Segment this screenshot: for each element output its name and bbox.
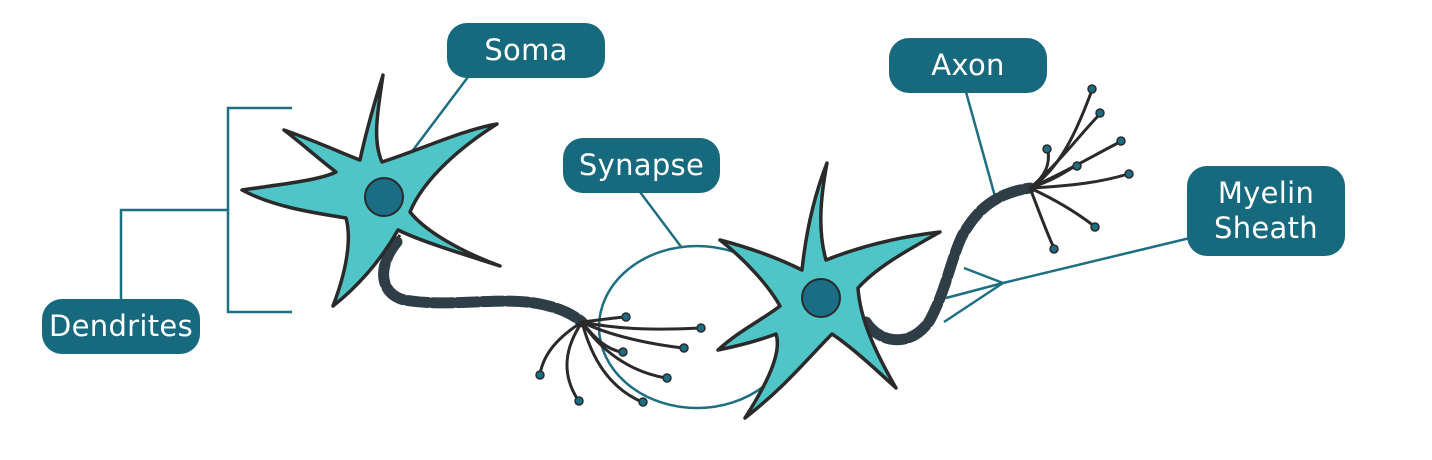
- axon-terminals-2: [1028, 88, 1130, 250]
- synapse-label-text: Synapse: [578, 148, 705, 182]
- soma-2-nucleus: [801, 278, 841, 318]
- dendrites-label: Dendrites: [42, 299, 200, 354]
- myelin-label-line1: Myelin: [1217, 176, 1315, 210]
- synapse-label: Synapse: [563, 138, 720, 193]
- axon-label: Axon: [889, 38, 1047, 93]
- dendrites-label-text: Dendrites: [49, 309, 193, 343]
- axon-label-text: Axon: [931, 48, 1005, 82]
- soma-1-nucleus: [364, 177, 404, 217]
- myelin-sheath-2: [860, 182, 1036, 346]
- soma-label: Soma: [447, 23, 605, 78]
- myelin-sheath-label: Myelin Sheath: [1187, 166, 1345, 256]
- soma-label-text: Soma: [484, 33, 568, 67]
- axon-terminal-knobs-1: [535, 312, 706, 407]
- axon-terminal-knobs-2: [1042, 84, 1134, 254]
- axon-connector-line: [964, 91, 998, 201]
- axon-terminals-1: [538, 315, 702, 404]
- myelin-connector-lines: [943, 236, 1191, 324]
- synapse-connector-line: [639, 191, 683, 249]
- myelin-label-line2: Sheath: [1214, 211, 1318, 245]
- myelin-sheath-1: [378, 236, 588, 328]
- dendrites-bracket: [119, 106, 292, 314]
